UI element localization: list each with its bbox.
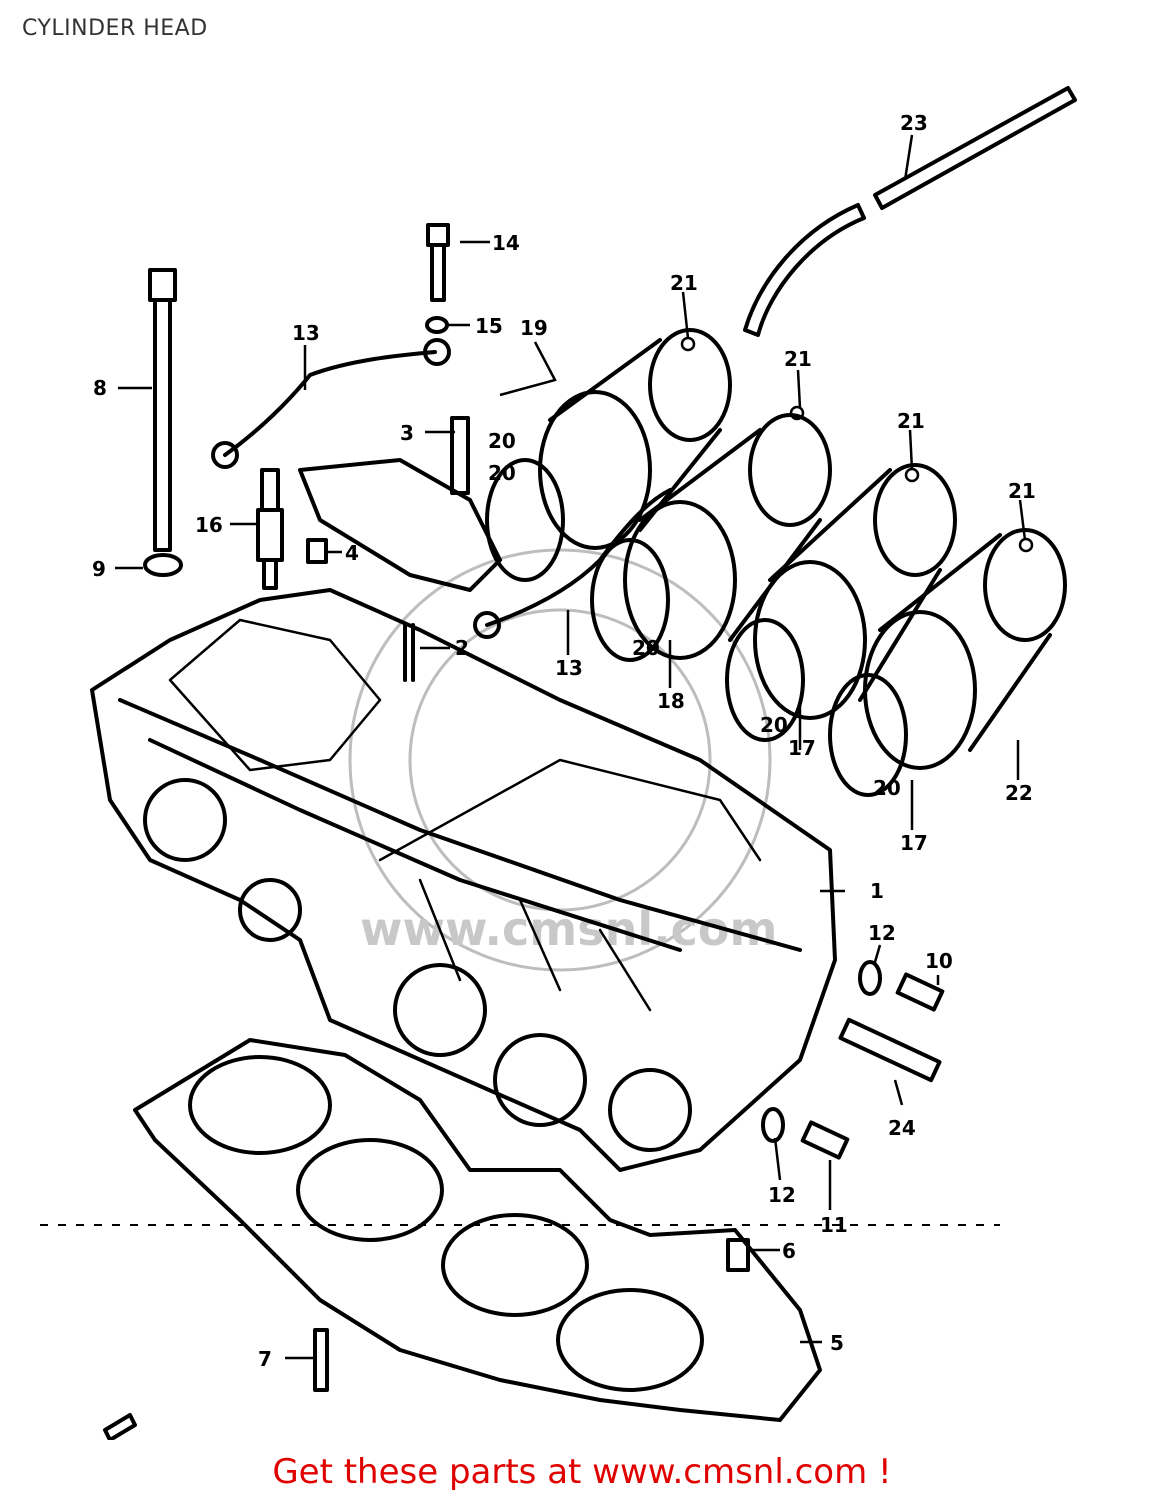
callout-13b: 13	[555, 656, 583, 680]
callout-15: 15	[475, 314, 503, 338]
callout-21a: 21	[670, 271, 698, 295]
callout-19: 19	[520, 316, 548, 340]
callout-17b: 17	[788, 736, 816, 760]
callout-11: 11	[820, 1213, 848, 1237]
callout-6: 6	[782, 1239, 796, 1263]
callout-20a: 20	[488, 429, 516, 453]
cam-holder-parts	[298, 416, 502, 682]
callout-23: 23	[900, 111, 928, 135]
head-gasket-5	[133, 1038, 822, 1422]
head-bolt-8	[143, 268, 183, 577]
callout-3: 3	[400, 421, 414, 445]
callout-8: 8	[93, 376, 107, 400]
callout-17a: 17	[900, 831, 928, 855]
callout-20b: 20	[632, 636, 660, 660]
callout-22: 22	[1005, 781, 1033, 805]
callout-12b: 12	[768, 1183, 796, 1207]
hose-23	[743, 86, 1077, 337]
callout-labels: 1 2 3 4 5 6 7 8 9 10 11 12 12 13 13 14 1…	[92, 111, 1036, 1371]
callout-7: 7	[258, 1347, 272, 1371]
callout-13a: 13	[292, 321, 320, 345]
small-fasteners	[313, 960, 945, 1392]
callout-20e: 20	[488, 461, 516, 485]
callout-1: 1	[870, 879, 884, 903]
callout-12a: 12	[868, 921, 896, 945]
callout-9: 9	[92, 557, 106, 581]
callout-20d: 20	[873, 776, 901, 800]
callout-20c: 20	[760, 713, 788, 737]
spark-plug-16	[256, 468, 284, 590]
cta-link[interactable]: Get these parts at www.cmsnl.com !	[272, 1452, 892, 1492]
watermark-text: www.cmsnl.com	[360, 902, 777, 956]
exploded-parts-diagram: www.cmsnl.com	[40, 86, 1077, 1440]
clamps	[680, 336, 1034, 553]
callout-2: 2	[455, 636, 469, 660]
callout-21b: 21	[784, 347, 812, 371]
callout-14: 14	[492, 231, 520, 255]
callout-16: 16	[195, 513, 223, 537]
front-arrow-mark	[103, 1413, 137, 1440]
callout-21d: 21	[1008, 479, 1036, 503]
cylinder-head-body	[90, 588, 837, 1172]
callout-5: 5	[830, 1331, 844, 1355]
callout-10: 10	[925, 949, 953, 973]
callout-18: 18	[657, 689, 685, 713]
bolt-14	[425, 223, 450, 334]
o-rings	[485, 458, 908, 797]
intake-boots	[538, 328, 1067, 770]
leader-lines	[115, 134, 1027, 1360]
oil-pipes	[211, 338, 672, 639]
callout-21c: 21	[897, 409, 925, 433]
callout-4: 4	[345, 541, 359, 565]
page-title: CYLINDER HEAD	[22, 16, 208, 41]
callout-24: 24	[888, 1116, 916, 1140]
